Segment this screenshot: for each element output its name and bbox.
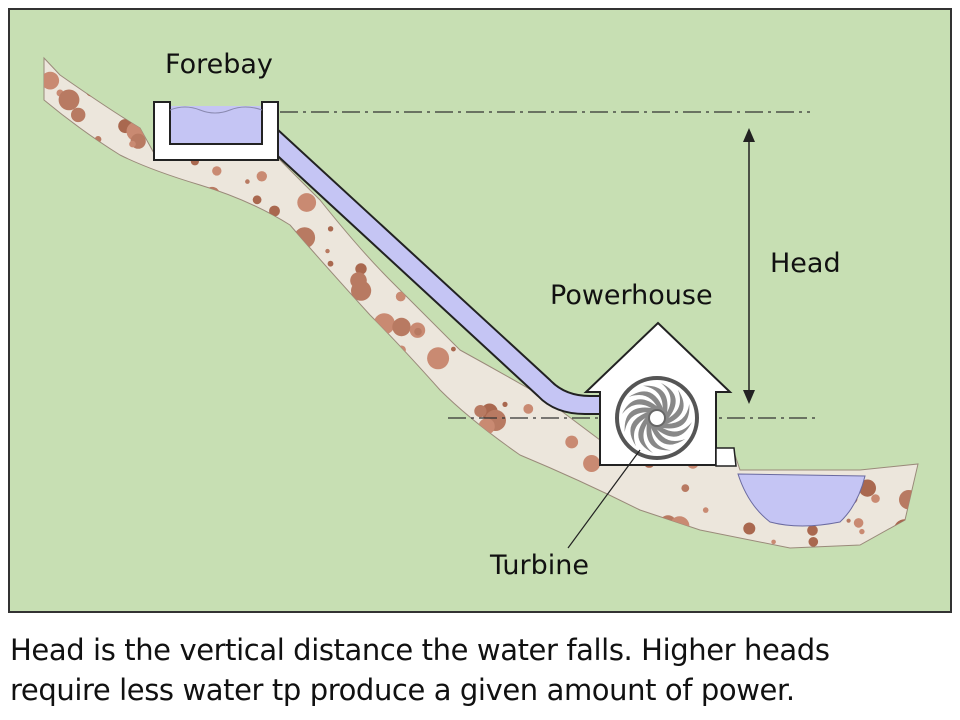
turbine-blade [646, 421, 672, 451]
pebble [565, 435, 579, 449]
pebble [771, 539, 776, 545]
turbine-blade [662, 389, 684, 425]
pebble [71, 107, 86, 123]
powerhouse-label: Powerhouse [550, 280, 713, 311]
pebble [807, 525, 818, 536]
turbine-label: Turbine [489, 550, 589, 581]
pebble [256, 171, 267, 182]
pebble [743, 522, 756, 535]
caption: Head is the vertical distance the water … [10, 630, 940, 710]
pebble [871, 494, 880, 503]
forebay-tank [153, 101, 279, 161]
turbine-blade [622, 399, 659, 414]
turbine-blade [628, 391, 664, 413]
pebble [846, 518, 851, 523]
pebble [681, 484, 690, 492]
caption-line-1: Head is the vertical distance the water … [10, 633, 830, 667]
turbine-blade [660, 403, 690, 429]
pebble [269, 205, 280, 217]
turbine-blade [655, 422, 692, 437]
tailwater-pond [737, 473, 866, 527]
pebble [212, 166, 222, 176]
pebble [327, 226, 334, 232]
pebble [252, 195, 262, 205]
turbine-blade [661, 383, 676, 420]
head-arrow [743, 128, 755, 404]
pebble [325, 248, 330, 254]
pebble [808, 537, 819, 547]
pebble [44, 71, 60, 90]
pebble [129, 140, 136, 148]
pebble [859, 528, 865, 535]
pebble [395, 291, 406, 302]
turbine-blade [638, 416, 653, 453]
turbine-blade [642, 385, 668, 415]
pebble [502, 401, 508, 407]
pebble [523, 404, 534, 414]
pebble [427, 347, 450, 370]
head-label: Head [770, 248, 841, 279]
turbine-icon [615, 376, 699, 460]
pebble [350, 272, 367, 289]
pebble [414, 327, 422, 336]
turbine-leader-line [567, 449, 641, 549]
pebble [583, 455, 601, 472]
pebble [474, 405, 487, 418]
turbine-blade [650, 423, 686, 445]
pebble [327, 260, 334, 267]
pebble [58, 89, 80, 111]
pebble [702, 507, 709, 513]
turbine-blade [630, 411, 652, 447]
pebble [297, 193, 317, 212]
pebble [451, 346, 456, 352]
turbine-blade [624, 407, 654, 433]
pebble [245, 179, 250, 184]
pebble [355, 263, 367, 275]
forebay-label: Forebay [165, 49, 273, 80]
pebble [392, 317, 411, 337]
pebble [853, 518, 864, 528]
caption-line-2: require less water tp produce a given am… [10, 673, 795, 707]
